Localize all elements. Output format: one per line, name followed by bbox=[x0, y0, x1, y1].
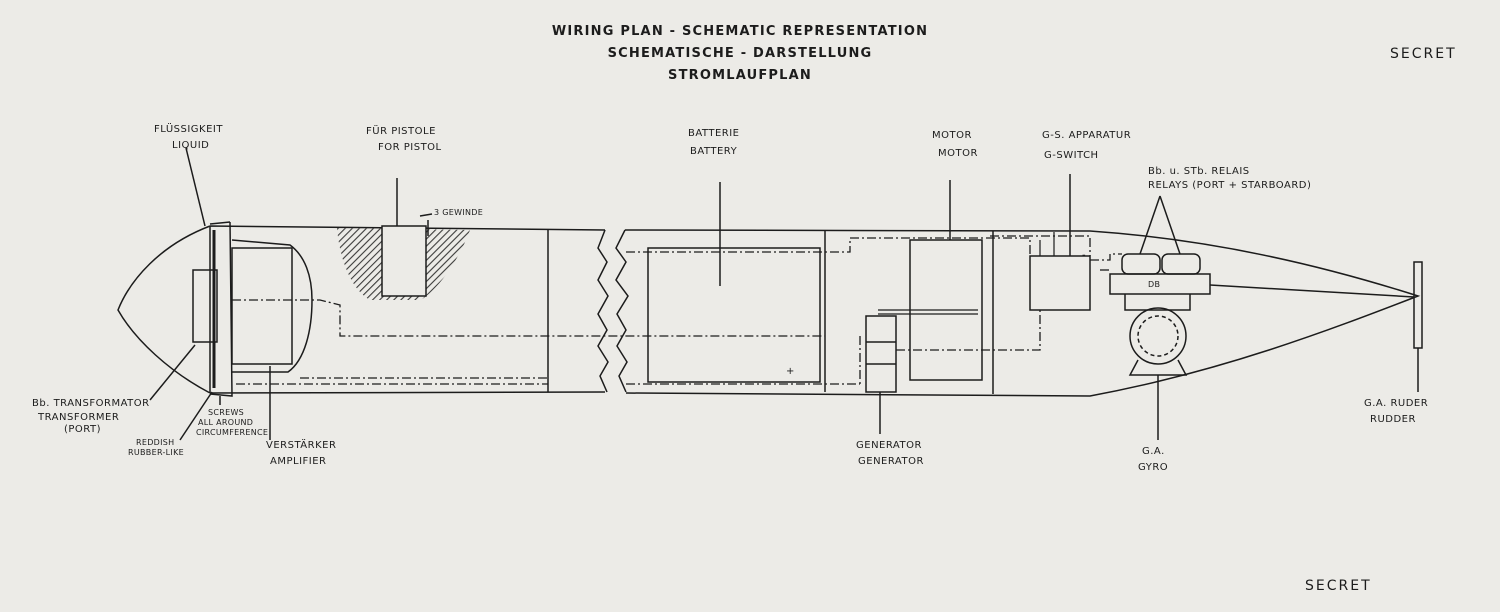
gyro-stand bbox=[1128, 359, 1188, 376]
reddish-leader bbox=[179, 391, 213, 441]
label-gs-switch: G-SWITCH bbox=[1044, 150, 1099, 161]
label-fluessigkeit: FLÜSSIGKEIT bbox=[154, 124, 223, 135]
title-line-3: STROMLAUFPLAN bbox=[668, 68, 812, 83]
label-battery: BATTERY bbox=[690, 146, 738, 157]
relay-base bbox=[1109, 273, 1211, 295]
amplifier-box bbox=[231, 247, 293, 365]
label-for-pistol: FOR PISTOL bbox=[378, 142, 442, 153]
hull-aft-section bbox=[624, 229, 1421, 397]
label-gewinde: 3 GEWINDE bbox=[434, 208, 484, 217]
label-batterie: BATTERIE bbox=[688, 128, 740, 139]
label-relais-en: RELAYS (PORT + STARBOARD) bbox=[1148, 180, 1312, 191]
label-reddish-2: RUBBER-LIKE bbox=[128, 448, 184, 457]
label-rudder: RUDDER bbox=[1370, 414, 1416, 425]
rudder bbox=[1413, 261, 1423, 349]
battery-box bbox=[647, 247, 821, 383]
title-line-2: SCHEMATISCHE - DARSTELLUNG bbox=[607, 46, 873, 61]
generator-connection bbox=[878, 309, 978, 315]
gyro-circle bbox=[1129, 307, 1187, 365]
nose-dome bbox=[209, 221, 233, 397]
label-generator-en: GENERATOR bbox=[858, 456, 924, 467]
secret-mark-top: SECRET bbox=[1390, 46, 1457, 62]
secret-mark-bottom: SECRET bbox=[1305, 578, 1372, 594]
label-liquid: LIQUID bbox=[172, 140, 210, 151]
plus-sign: + bbox=[786, 366, 795, 377]
label-transformer: TRANSFORMER bbox=[38, 412, 120, 423]
label-fuer-pistole: FÜR PISTOLE bbox=[366, 126, 436, 137]
label-transformator: Bb. TRANSFORMATOR bbox=[32, 398, 150, 409]
label-generator-de: GENERATOR bbox=[856, 440, 922, 451]
label-ga-ruder: G.A. RUDER bbox=[1364, 398, 1429, 409]
minus-sign: - bbox=[1082, 250, 1087, 261]
rudder-shaft bbox=[1209, 284, 1415, 298]
transformer-box bbox=[192, 269, 218, 343]
label-amplifier: AMPLIFIER bbox=[270, 456, 327, 467]
label-motor-en: MOTOR bbox=[938, 148, 978, 159]
label-screws-2: ALL AROUND bbox=[198, 418, 254, 427]
label-reddish-1: REDDISH bbox=[136, 438, 175, 447]
hull-break-right bbox=[615, 229, 629, 393]
label-verstaerker: VERSTÄRKER bbox=[266, 440, 337, 451]
relay-db-mark: DB bbox=[1148, 280, 1161, 289]
label-motor-de: MOTOR bbox=[932, 130, 972, 141]
generator-box bbox=[865, 315, 897, 393]
relay-mount bbox=[1124, 294, 1191, 311]
label-ga: G.A. bbox=[1142, 446, 1165, 457]
pistol-box bbox=[381, 225, 427, 297]
title-line-1: WIRING PLAN - SCHEMATIC REPRESENTATION bbox=[551, 24, 929, 39]
label-screws-3: CIRCUMFERENCE bbox=[196, 428, 269, 437]
label-gs-apparatur: G-S. APPARATUR bbox=[1042, 130, 1132, 141]
label-screws-1: SCREWS bbox=[208, 408, 245, 417]
hull-break-left bbox=[597, 229, 609, 393]
label-relais-de: Bb. u. STb. RELAIS bbox=[1148, 166, 1250, 177]
g-switch-box bbox=[1029, 255, 1091, 311]
relay-leaders bbox=[1139, 195, 1181, 255]
label-port: (PORT) bbox=[64, 424, 102, 435]
liquid-leader bbox=[185, 147, 206, 227]
transformer-leader bbox=[149, 344, 196, 401]
label-gyro: GYRO bbox=[1138, 462, 1169, 473]
relay-starboard bbox=[1161, 253, 1201, 275]
wiring-runs bbox=[232, 235, 1122, 385]
amplifier-housing bbox=[231, 239, 313, 373]
gewinde-leader bbox=[419, 213, 433, 236]
relay-port bbox=[1121, 253, 1161, 275]
